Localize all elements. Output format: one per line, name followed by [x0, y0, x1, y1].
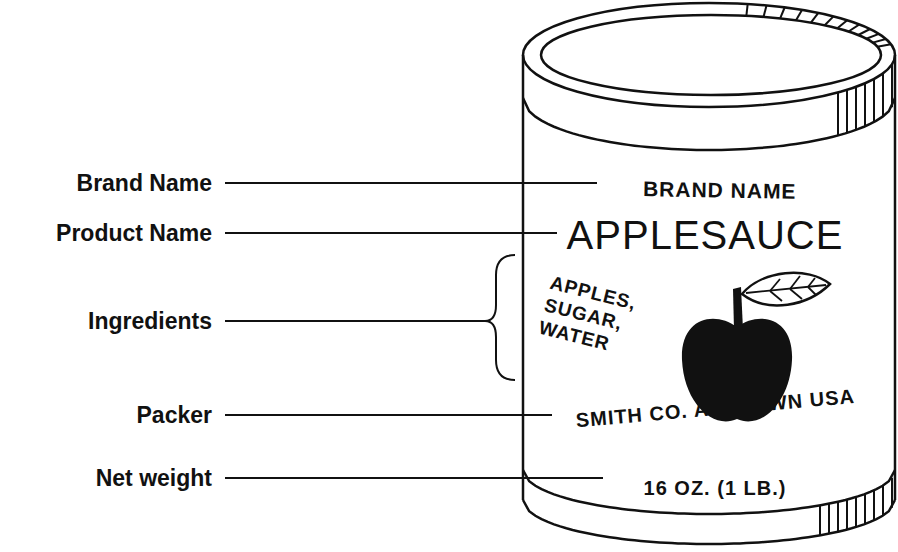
can-ribs: [746, 4, 892, 535]
can-side: [894, 55, 897, 500]
label-text: APPLES, SUGAR, WATER: [536, 272, 650, 363]
leaf-veins: [746, 276, 826, 301]
part-label: Product Name: [0, 218, 212, 248]
can-bottom: [523, 500, 895, 544]
curly-bracket: [485, 255, 515, 380]
can-opening: [541, 15, 881, 95]
can-rim: [523, 3, 895, 107]
leader-line: [225, 414, 552, 416]
label-text: BRAND NAME: [580, 176, 860, 205]
leader-line: [225, 232, 557, 234]
part-label: Ingredients: [0, 306, 212, 336]
can-outline: [520, 0, 898, 552]
part-label: Packer: [0, 400, 212, 430]
label-text: 16 OZ. (1 LB.): [615, 477, 815, 500]
label-text: APPLESAUCE: [535, 212, 875, 258]
leader-line: [225, 477, 603, 479]
leader-line: [225, 320, 485, 322]
leader-line: [225, 182, 597, 184]
label-text: SMITH CO. ANYTOWN USA: [545, 382, 886, 435]
apple-leaf: [742, 273, 830, 306]
can-band: [523, 470, 895, 514]
can-label: BRAND NAME APPLESAUCE APPLES, SUGAR, WATER…: [520, 0, 898, 552]
part-label: Net weight: [0, 463, 212, 493]
part-label: Brand Name: [0, 168, 212, 198]
can-band: [523, 98, 895, 150]
can-side: [522, 55, 525, 500]
